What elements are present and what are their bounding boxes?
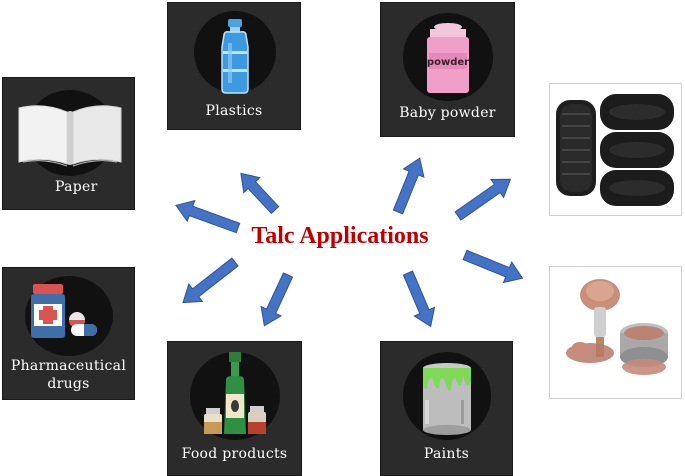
tile-label-line2: drugs xyxy=(47,376,90,392)
tile-label: Paints xyxy=(423,446,470,462)
arrow-to-pharmaceutical xyxy=(182,257,239,304)
diagram-title: Talc Applications xyxy=(251,223,429,249)
tile-label: Paper xyxy=(55,179,98,195)
arrow-to-food-products xyxy=(260,272,294,327)
svg-text:powder: powder xyxy=(427,57,469,68)
water-bottle-icon xyxy=(221,19,249,94)
tile-baby-powder: powder Baby powder xyxy=(380,2,515,137)
pill-bottle-icon xyxy=(31,284,97,338)
arrow-to-plastics xyxy=(240,172,280,215)
tile-label: Plastics xyxy=(205,103,263,119)
open-book-icon xyxy=(18,105,122,167)
arrow-to-paper xyxy=(175,199,241,234)
photo-cosmetics xyxy=(549,266,682,399)
powder-container-icon: powder xyxy=(427,23,469,93)
condiment-bottles-icon xyxy=(204,352,266,434)
photo-tires xyxy=(549,83,682,216)
tile-food-products: Food products xyxy=(167,341,302,476)
blush-brush-icon xyxy=(566,279,668,375)
arrow-to-paints xyxy=(402,270,436,328)
arrow-to-cosmetics xyxy=(462,249,524,284)
tile-label-line1: Pharmaceutical xyxy=(10,358,127,374)
tile-plastics: Plastics xyxy=(167,2,301,130)
arrow-to-baby-powder xyxy=(392,157,425,215)
tile-label: Baby powder xyxy=(399,105,496,121)
tile-paints: Paints xyxy=(380,341,513,476)
tire-stack-icon xyxy=(556,94,674,206)
arrow-to-tires xyxy=(454,178,512,221)
tile-pharmaceutical-drugs: Pharmaceutical drugs xyxy=(2,267,135,400)
tile-label: Food products xyxy=(181,446,288,462)
paint-can-icon xyxy=(423,363,471,435)
tile-paper: Paper xyxy=(2,77,135,210)
